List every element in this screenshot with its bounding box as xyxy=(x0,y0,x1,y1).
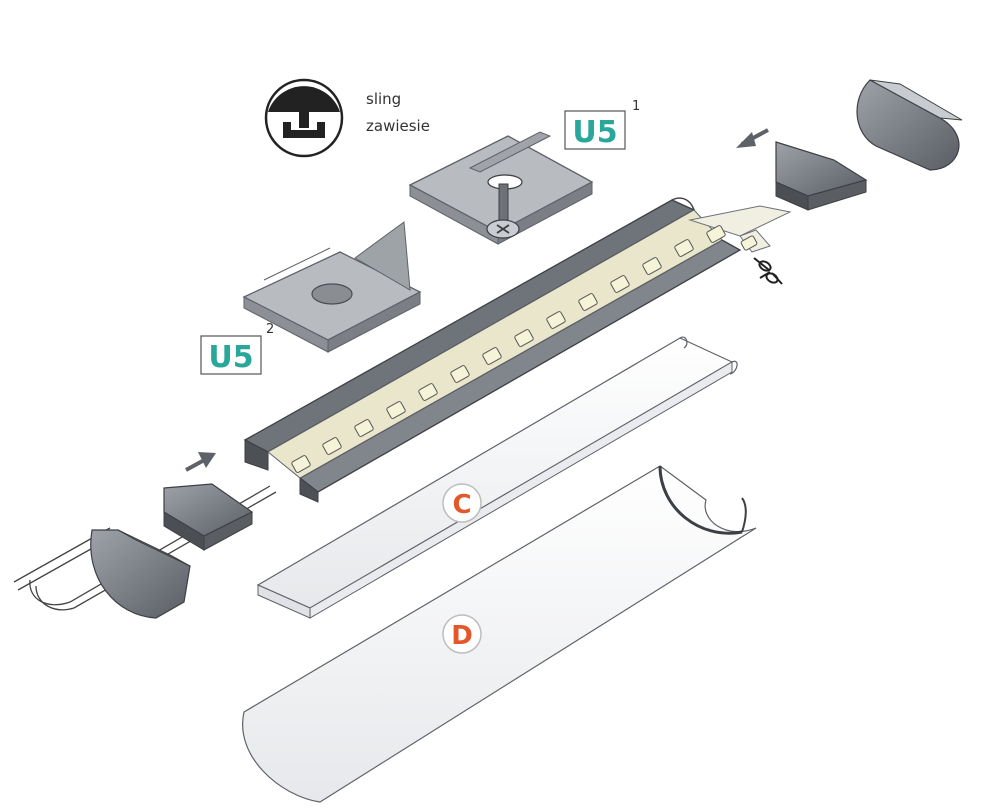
led-chip xyxy=(354,419,374,437)
mount-code-1: U5 xyxy=(572,115,617,150)
arrow-icon xyxy=(736,128,769,148)
led-chips xyxy=(291,225,758,473)
cover-d-badge: D xyxy=(442,614,482,654)
led-chip xyxy=(642,257,662,275)
cover-c-letter: C xyxy=(452,490,471,520)
scissors-icon xyxy=(753,257,783,285)
screw-icon xyxy=(486,183,520,239)
end-cap-round-right xyxy=(856,79,963,171)
led-chip xyxy=(482,347,502,365)
led-chip xyxy=(322,437,342,455)
mount-index-1: 1 xyxy=(632,99,640,114)
cover-c-badge: C xyxy=(442,483,482,523)
led-chip xyxy=(610,275,630,293)
cover-d-letter: D xyxy=(451,621,473,651)
led-chip xyxy=(674,239,694,257)
end-cap-flat-left xyxy=(163,483,254,551)
diffuser-cover-d xyxy=(242,465,757,803)
led-chip xyxy=(450,365,470,383)
mount-label-2: U5 2 xyxy=(200,322,274,375)
end-cap-flat-right xyxy=(775,141,868,211)
mount-code-2: U5 xyxy=(208,340,253,375)
sling-label-pl: zawiesie xyxy=(366,117,430,135)
led-chip xyxy=(578,293,598,311)
sling-label-en: sling xyxy=(366,90,401,108)
led-chip xyxy=(740,235,758,251)
arrow-icon xyxy=(185,452,216,472)
mount-label-1: U5 1 xyxy=(564,99,640,150)
led-chip xyxy=(291,455,311,473)
led-chip xyxy=(546,311,566,329)
led-chip xyxy=(386,401,406,419)
led-chip xyxy=(514,329,534,347)
aluminum-profile xyxy=(243,197,742,503)
mounting-bracket-2 xyxy=(242,221,422,353)
diffuser-cover-c xyxy=(256,336,738,619)
mount-index-2: 2 xyxy=(266,322,274,337)
led-chip xyxy=(418,383,438,401)
led-chip xyxy=(706,225,726,243)
end-cap-round-left xyxy=(90,529,191,619)
sling-icon xyxy=(264,78,344,158)
